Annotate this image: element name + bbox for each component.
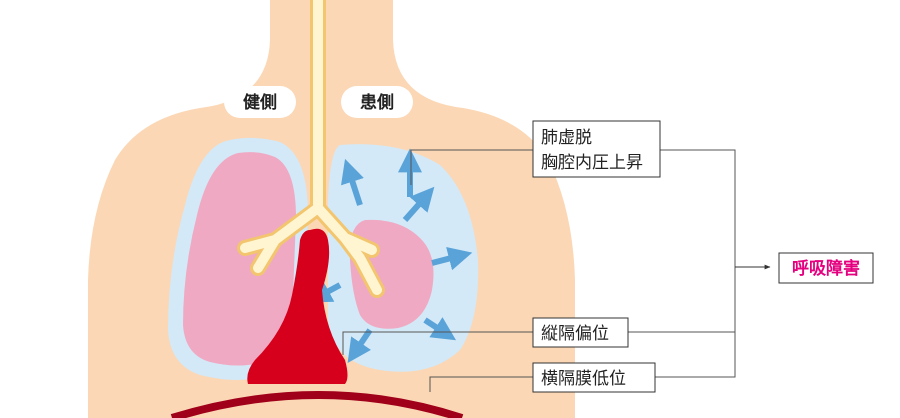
svg-text:健側: 健側 [243, 92, 277, 113]
result-box: 呼吸障害 [778, 252, 874, 284]
healthy-side-label: 健側 [224, 86, 296, 118]
leader-lines [342, 149, 771, 392]
collapse-leader [410, 149, 533, 185]
callout-diaphragm-depression: 横隔膜低位 [532, 362, 656, 393]
arrow-right [431, 246, 473, 271]
airway [237, 0, 385, 298]
heart-mediastinum [247, 228, 348, 384]
svg-text:横隔膜低位: 横隔膜低位 [541, 369, 626, 389]
callout-lung-collapse: 肺虚脱 胸腔内圧上昇 [532, 120, 661, 178]
diaphragm [170, 391, 464, 418]
result-label: 呼吸障害 [792, 258, 860, 279]
svg-text:患側: 患側 [360, 92, 394, 113]
affected-side-label: 患側 [341, 86, 413, 118]
diaphragm-leader [429, 376, 533, 392]
callout-mediastinal-shift: 縦隔偏位 [532, 317, 629, 348]
airway-fill [240, 0, 382, 295]
arrow-up-right [402, 186, 435, 222]
svg-text:縦隔偏位: 縦隔偏位 [541, 324, 609, 344]
arrow-up-left [341, 158, 364, 206]
svg-text:肺虚脱: 肺虚脱 [541, 128, 592, 148]
arrow-down-left [347, 328, 373, 363]
bracket-line [655, 149, 736, 378]
healthy-lung [183, 152, 296, 366]
svg-text:胸腔内圧上昇: 胸腔内圧上昇 [541, 153, 643, 173]
mediastinal-leader [342, 331, 533, 355]
